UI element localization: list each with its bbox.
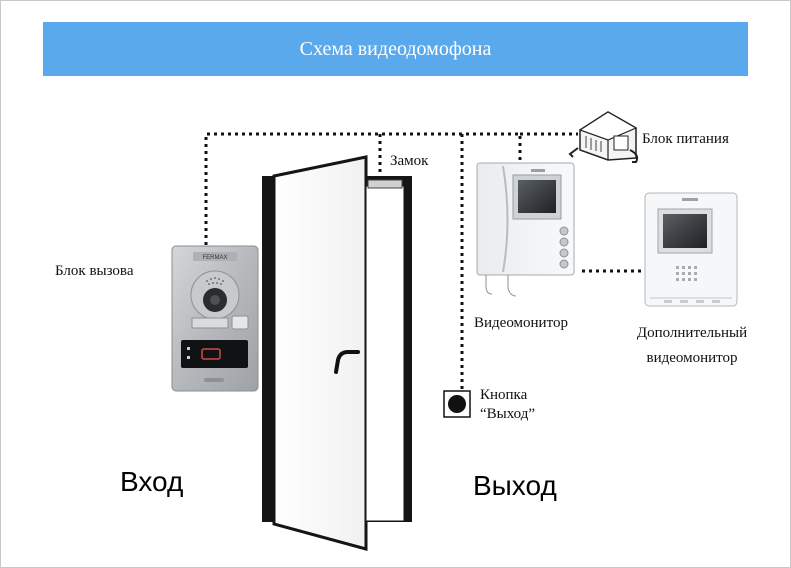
label-call-unit: Блок вызова [55, 263, 134, 279]
door-leaf [272, 155, 368, 551]
video-monitor-device [476, 162, 575, 297]
rfid-reader [181, 340, 248, 368]
speaker-grille [676, 266, 697, 281]
lock-mechanism [367, 179, 403, 189]
label-video-monitor: Видеомонитор [474, 315, 568, 331]
monitor-buttons [559, 226, 569, 269]
power-unit [568, 111, 639, 163]
label-additional-monitor: Дополнительный видеомонитор [622, 324, 762, 368]
label-additional-monitor-line1: Дополнительный [636, 325, 748, 341]
call-unit-panel: FERMAX [171, 245, 259, 392]
call-unit-brand: FERMAX [202, 255, 227, 261]
label-exit-button: Кнопка “Выход” [480, 386, 535, 424]
wiring [204, 132, 643, 390]
door-leaf-edge [365, 185, 405, 522]
monitor-screen [518, 180, 556, 213]
name-tag [191, 317, 229, 329]
label-lock: Замок [390, 153, 429, 169]
exit-button-knob [448, 395, 466, 413]
diagram-title: Схема видеодомофона [299, 37, 492, 60]
label-exit-button-line2: “Выход” [480, 406, 536, 422]
exit-button-device [443, 390, 471, 418]
door-handle [334, 350, 360, 374]
wire-call-unit-to-monitor [204, 132, 522, 245]
additional-monitor-device [644, 192, 738, 307]
label-power-unit: Блок питания [642, 131, 729, 147]
additional-monitor-screen [663, 214, 707, 248]
label-entrance: Вход [120, 466, 184, 497]
label-exit: Выход [473, 470, 557, 501]
label-exit-button-line1: Кнопка [480, 387, 528, 403]
call-button [231, 315, 249, 330]
label-additional-monitor-line2: видеомонитор [646, 350, 738, 366]
door [262, 155, 412, 551]
title-bar: Схема видеодомофона [43, 22, 748, 76]
